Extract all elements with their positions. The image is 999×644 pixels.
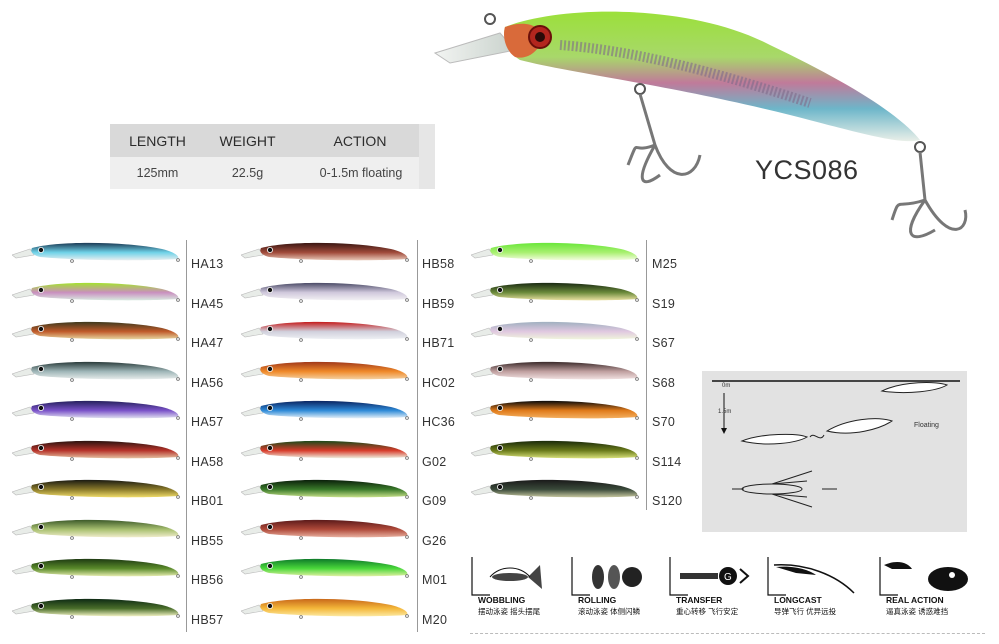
color-code-label: S68 (652, 375, 676, 390)
feature-badge-transfer: G TRANSFER 重心转移 飞行安定 (668, 555, 764, 620)
spec-header-action: ACTION (333, 133, 387, 149)
spec-table-cap (419, 124, 435, 189)
lure-swatch-hb59 (241, 282, 409, 303)
lure-swatch-ha45 (12, 282, 180, 303)
top-view-lure (732, 470, 837, 508)
color-code-label: HA56 (191, 375, 224, 390)
lure-swatch-s114 (471, 440, 639, 461)
lure-swatch-m25 (471, 242, 639, 263)
color-code-label: G09 (422, 494, 447, 508)
feature-title: LONGCAST (774, 595, 822, 605)
column-divider (186, 240, 187, 632)
color-code-label: HA47 (191, 336, 224, 350)
lure-swatch-ha47 (12, 321, 180, 342)
column-divider (417, 240, 418, 632)
color-code-label: S67 (652, 336, 676, 350)
color-code-label: HA58 (191, 454, 224, 469)
longcast-icon (767, 557, 855, 596)
lure-outline-dive (740, 433, 809, 445)
transfer-icon: G (669, 557, 750, 596)
lure-swatch-ha58 (12, 440, 180, 461)
color-code-label: HC02 (422, 375, 456, 390)
feature-title: ROLLING (578, 595, 617, 605)
lure-swatch-s19 (471, 282, 639, 303)
wobbling-icon (471, 557, 542, 596)
color-code-label: M20 (422, 612, 448, 627)
spec-value-row (110, 157, 435, 189)
spec-header-row (110, 124, 435, 157)
feature-badge-rolling: ROLLING 滚动泳姿 体侧闪鳞 (570, 555, 666, 620)
lure-swatch-s67 (471, 321, 639, 342)
lure-outline-rise (825, 418, 894, 434)
feature-badge-real-action: REAL ACTION 逼真泳姿 诱惑难挡 (878, 555, 974, 620)
color-code-label: S70 (652, 415, 676, 429)
feature-title: REAL ACTION (886, 595, 944, 605)
color-code-label: HB01 (191, 494, 224, 508)
feature-badge-wobbling: WOBBLING 摆动泳姿 摇头摆尾 (470, 555, 566, 620)
lure-swatch-m01 (241, 558, 409, 579)
color-code-label: HC36 (422, 415, 456, 429)
lure-swatch-ha57 (12, 400, 180, 421)
color-code-label: S19 (652, 296, 676, 311)
color-code-label: HA13 (191, 257, 224, 271)
lure-swatch-hc02 (241, 361, 409, 382)
feature-subtitle: 摆动泳姿 摇头摆尾 (478, 607, 541, 616)
color-code-label: HA45 (191, 296, 224, 311)
feature-subtitle: 逼真泳姿 诱惑难挡 (886, 607, 949, 616)
lure-swatch-hb57 (12, 598, 180, 619)
feature-subtitle: 滚动泳姿 体侧闪鳞 (578, 607, 641, 616)
feature-badge-longcast: LONGCAST 导弹飞行 优异远投 (766, 555, 862, 620)
lure-swatch-hb58 (241, 242, 409, 263)
depth-label: 1.5m (718, 409, 731, 415)
spec-value-weight: 22.5g (231, 166, 264, 180)
feature-title: TRANSFER (676, 595, 723, 605)
model-number: YCS086 (755, 155, 859, 185)
color-code-label: M01 (422, 573, 448, 587)
color-code-label: HB71 (422, 336, 455, 350)
color-code-label: M25 (652, 257, 678, 271)
lure-swatch-s68 (471, 361, 639, 382)
lure-swatch-ha56 (12, 361, 180, 382)
hero-lure-image (433, 11, 968, 239)
color-code-label: G26 (422, 533, 447, 548)
color-code-label: HB57 (191, 612, 224, 627)
spec-header-length: LENGTH (129, 133, 186, 149)
feature-subtitle: 重心转移 飞行安定 (676, 607, 739, 616)
color-code-label: S120 (652, 494, 683, 508)
lure-swatch-s70 (471, 400, 639, 421)
lure-swatch-g09 (241, 479, 409, 500)
feature-subtitle: 导弹飞行 优异远投 (774, 607, 837, 616)
lure-swatch-g26 (241, 519, 409, 540)
lure-swatch-hb71 (241, 321, 409, 342)
lure-swatch-hb01 (12, 479, 180, 500)
color-code-label: G02 (422, 454, 447, 469)
lure-swatch-hc36 (241, 400, 409, 421)
column-divider (646, 240, 647, 510)
svg-text:G: G (724, 572, 732, 583)
color-code-label: HB56 (191, 573, 224, 587)
lure-swatch-g02 (241, 440, 409, 461)
lure-swatch-hb55 (12, 519, 180, 540)
action-diagram: 0m 1.5m Floating (702, 371, 967, 532)
lure-swatch-ha13 (12, 242, 180, 263)
color-code-label: HA57 (191, 415, 224, 429)
color-code-label: HB58 (422, 257, 455, 271)
depth-top-label: 0m (722, 383, 730, 389)
color-code-label: S114 (652, 454, 682, 469)
spec-table: LENGTH WEIGHT ACTION 125mm 22.5g 0-1.5m … (110, 124, 435, 196)
lure-swatch-m20 (241, 598, 409, 619)
rolling-icon (571, 557, 642, 596)
real-action-icon (879, 557, 968, 596)
bottom-divider (470, 633, 985, 634)
color-code-label: HB59 (422, 296, 455, 311)
color-code-label: HB55 (191, 533, 224, 548)
spec-value-action: 0-1.5m floating (319, 166, 403, 180)
lure-swatch-s120 (471, 479, 639, 500)
spec-header-weight: WEIGHT (219, 133, 276, 149)
floating-label: Floating (914, 422, 939, 429)
lure-outline-surface (880, 382, 949, 394)
spec-value-length: 125mm (136, 166, 179, 180)
feature-title: WOBBLING (478, 595, 526, 605)
lure-swatch-hb56 (12, 558, 180, 579)
